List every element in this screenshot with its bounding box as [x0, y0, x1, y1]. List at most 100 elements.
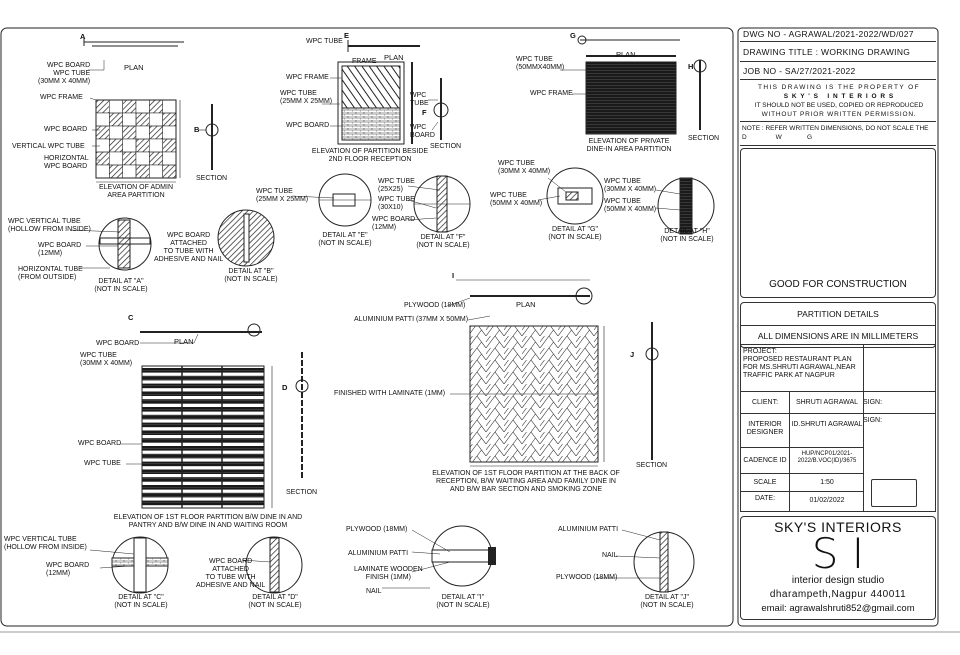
detail-h [657, 177, 715, 235]
admin-grid-tile [135, 112, 150, 127]
detail-h-caption: DETAIL AT "H" (NOT IN SCALE) [660, 228, 714, 243]
ff-slat [142, 500, 264, 506]
admin-grid-tile [95, 112, 110, 127]
detail-j-caption: DETAIL AT "J" (NOT IN SCALE) [640, 594, 694, 609]
ff-slat [142, 430, 264, 435]
dwg-no: DWG NO - AGRAWAL/2021-2022/WD/027 [743, 29, 914, 39]
reception-section-label: SECTION [430, 143, 462, 150]
admin-plan-label: PLAN [124, 63, 144, 72]
cadence-label: CADENCE ID [743, 457, 787, 464]
admin-wpc-board-tube-label: WPC BOARD WPC TUBE (30MM X 40MM) [38, 62, 91, 85]
detail-g-caption: DETAIL AT "G" (NOT IN SCALE) [548, 226, 602, 241]
detail-d-note: WPC BOARD ATTACHED TO TUBE WITH ADHESIVE… [196, 558, 266, 589]
ff-slat [142, 438, 264, 443]
detail-i-caption: DETAIL AT "I" (NOT IN SCALE) [436, 594, 490, 609]
ff-plan-label: PLAN [174, 337, 194, 346]
detail-j-nail: NAIL [602, 552, 618, 559]
scale-note-tail: D W G [742, 134, 813, 141]
reception-wpc-tube-side: WPC TUBE (25MM X 25MM) [280, 90, 333, 105]
detail-c-vert-tube: WPC VERTICAL TUBE (HOLLOW FROM INSIDE) [4, 536, 87, 551]
ff-section-label: SECTION [286, 489, 318, 496]
detail-a-wpc-board: WPC BOARD (12MM) [38, 242, 82, 257]
detail-b [217, 209, 275, 267]
reception-wpc-frame: WPC FRAME [286, 74, 329, 81]
designer-sign: SIGN: [863, 417, 883, 424]
detail-f [413, 175, 471, 233]
ff-slat [142, 485, 264, 490]
detail-a-caption: DETAIL AT "A" (NOT IN SCALE) [94, 278, 148, 293]
private-h-marker: H [688, 62, 694, 71]
ff-wpc-board-top: WPC BOARD [96, 340, 140, 347]
ff-slat [142, 368, 264, 373]
detail-j-plywood: PLYWOOD (18MM) [556, 574, 618, 581]
detail-b-note: WPC BOARD ATTACHED TO TUBE WITH ADHESIVE… [154, 232, 224, 263]
admin-section-letter: A [80, 32, 86, 41]
stamp-box: GOOD FOR CONSTRUCTION [740, 148, 936, 298]
detail-g [546, 167, 604, 225]
reception-plan-label: PLAN [384, 53, 404, 62]
private-wpc-tube: WPC TUBE (50MMX40MM) [516, 56, 565, 71]
rb-j-marker: J [630, 350, 635, 359]
admin-grid-tile [162, 112, 177, 127]
designer-value: ID.SHRUTI AGRAWAL [791, 421, 863, 428]
date-value: 01/02/2022 [809, 497, 845, 504]
detail-j [633, 531, 695, 593]
ff-section-letter: C [128, 313, 134, 322]
reception-partition-elevation [337, 40, 449, 145]
admin-b-marker: B [194, 125, 200, 134]
admin-caption: ELEVATION OF ADMIN AREA PARTITION [98, 184, 174, 199]
ff-slat [142, 414, 264, 420]
admin-grid-tile [162, 164, 177, 179]
detail-j-patti: ALUMINIUM PATTI [558, 526, 619, 533]
first-floor-partition-elevation [140, 323, 309, 509]
ff-d-marker: D [282, 383, 288, 392]
ff-slat [142, 422, 264, 428]
admin-grid-tile [135, 164, 150, 179]
detail-d-caption: DETAIL AT "D" (NOT IN SCALE) [248, 594, 302, 609]
reception-wpc-tube-right: WPC TUBE [410, 92, 429, 107]
client-label: CLIENT: [751, 399, 779, 406]
cadence-value: HUP/NCP01/2021-2022/B.VOC(ID)/3675 [797, 451, 857, 464]
private-plan-label: PLAN [616, 50, 636, 59]
studio-box: SKY'S INTERIORS S I interior design stud… [740, 516, 936, 620]
rb-caption: ELEVATION OF 1ST FLOOR PARTITION AT THE … [432, 470, 620, 493]
detail-f-tube: WPC TUBE (25X25) [378, 178, 415, 193]
detail-c-board: WPC BOARD (12MM) [46, 562, 90, 577]
private-dine-partition-elevation [577, 35, 707, 135]
rb-laminate: FINISHED WITH LAMINATE (1MM) [334, 390, 446, 397]
admin-grid-tile [135, 99, 150, 114]
admin-grid-tile [122, 164, 137, 179]
project-details: PROJECT: PROPOSED RESTAURANT PLAN FOR Ms… [743, 348, 856, 379]
admin-grid-tile [95, 138, 110, 153]
detail-i-plywood: PLYWOOD (18MM) [346, 526, 408, 533]
reception-frame-label: FRAME [352, 58, 377, 65]
admin-grid-tile [109, 151, 123, 166]
rb-section-letter: I [452, 271, 455, 280]
admin-grid-tile [149, 151, 163, 166]
admin-grid-tile [109, 99, 123, 114]
admin-grid-tile [135, 151, 150, 166]
detail-e-caption: DETAIL AT "E" (NOT IN SCALE) [318, 232, 372, 247]
rb-section-label: SECTION [636, 462, 668, 469]
drawing-border [0, 27, 734, 627]
scale-note: NOTE : REFER WRITTEN DIMENSIONS, DO NOT … [742, 125, 929, 132]
leader-lines [69, 60, 681, 589]
admin-grid-tile [109, 164, 123, 179]
property-line-4: WITHOUT PRIOR WRITTEN PERMISSION. [761, 111, 917, 118]
admin-grid-tile [149, 112, 163, 127]
admin-grid-tile [135, 125, 150, 140]
ff-slat [142, 407, 264, 412]
property-row: THIS DRAWING IS THE PROPERTY OF S K Y ' … [740, 80, 936, 122]
admin-grid-tile [109, 138, 123, 153]
ff-caption: ELEVATION OF 1ST FLOOR PARTITION B/W DIN… [113, 514, 303, 529]
ff-slat [142, 469, 264, 474]
ff-wpc-board: WPC BOARD [78, 440, 122, 447]
scale-label: SCALE [753, 479, 777, 486]
private-section-letter: G [570, 31, 576, 40]
admin-area-elevation [83, 38, 219, 183]
admin-grid-tile [122, 138, 137, 153]
ff-slat [142, 461, 264, 467]
private-caption: ELEVATION OF PRIVATE DINE-IN AREA PARTIT… [586, 138, 672, 153]
admin-grid-tile [135, 138, 150, 153]
